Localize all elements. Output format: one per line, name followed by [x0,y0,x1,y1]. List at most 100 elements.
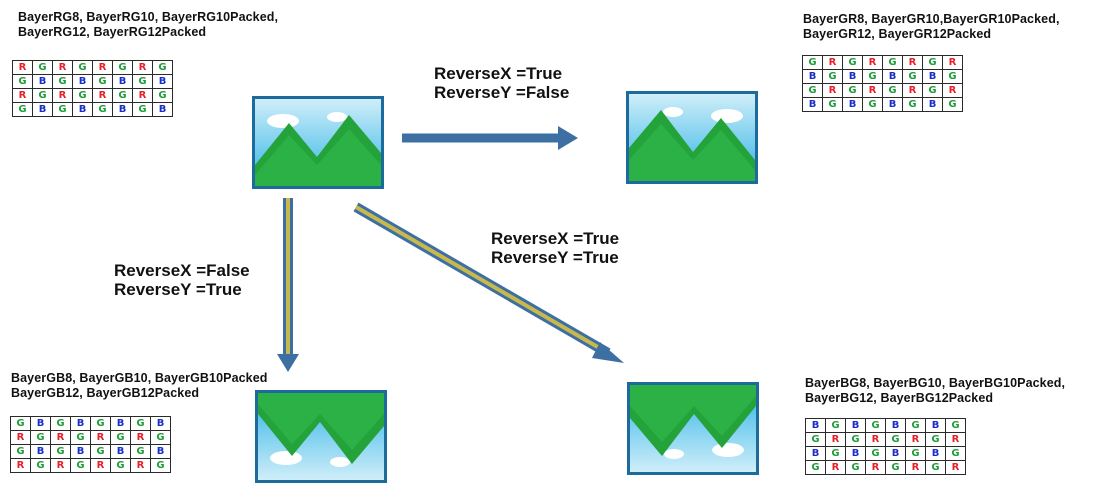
bayer-cell: G [822,69,843,84]
arrow-to-bottom [277,198,299,372]
bayer-cell: B [922,69,943,84]
landscape-image-icon [251,95,385,190]
bayer-cell: B [112,102,133,117]
bayer-cell: G [10,416,31,431]
bayer-cell: G [862,97,883,112]
bayer-cell: R [12,60,33,75]
landscape-image-icon [254,389,388,484]
bayer-cell: B [32,74,53,89]
bayer-cell: B [882,97,903,112]
bayer-cell: B [110,444,131,459]
bayer-cell: G [32,60,53,75]
bayer-cell: G [152,60,173,75]
bayer-cell: B [925,418,946,433]
bayer-cell: R [90,430,111,445]
bayer-cell: R [905,432,926,447]
format-label-bottom-right: BayerBG8, BayerBG10, BayerBG10Packed, Ba… [805,376,1065,406]
bayer-cell: G [922,55,943,70]
format-line: BayerBG8, BayerBG10, BayerBG10Packed, [805,376,1066,390]
bayer-cell: G [882,83,903,98]
bayer-cell: R [865,460,886,475]
bayer-cell: B [152,102,173,117]
bayer-cell: B [72,74,93,89]
bayer-cell: G [802,55,823,70]
bayer-cell: G [825,418,846,433]
format-line: BayerGR8, BayerGR10,BayerGR10Packed, [803,12,1060,26]
bayer-cell: G [110,430,131,445]
edge-label-line: ReverseX =True [491,229,620,248]
bayer-cell: B [152,74,173,89]
bayer-cell: G [90,444,111,459]
bayer-cell: G [70,430,91,445]
edge-label-to-diagonal: ReverseX =True ReverseY =True [491,229,619,267]
format-label-bottom-left: BayerGB8, BayerGB10, BayerGB10Packed Bay… [11,371,268,401]
edge-label-line: ReverseX =False [114,261,250,280]
bayer-cell: B [150,416,171,431]
bayer-cell: G [92,74,113,89]
bayer-cell: G [825,446,846,461]
bayer-cell: G [50,416,71,431]
bayer-cell: G [845,460,866,475]
bayer-cell: R [50,458,71,473]
bayer-cell: G [130,416,151,431]
bayer-cell: G [72,60,93,75]
bayer-cell: R [865,432,886,447]
bayer-cell: R [52,88,73,103]
bayer-cell: B [30,416,51,431]
bayer-cell: B [925,446,946,461]
bayer-cell: B [845,446,866,461]
bayer-cell: G [885,460,906,475]
bayer-cell: G [30,458,51,473]
bayer-cell: G [945,418,966,433]
bayer-cell: G [72,88,93,103]
bayer-cell: G [12,102,33,117]
bayer-cell: B [885,446,906,461]
bayer-cell: B [70,444,91,459]
bayer-cell: G [90,416,111,431]
arrow-to-right [402,126,578,150]
edge-label-line: ReverseY =False [434,83,570,102]
bayer-cell: G [805,460,826,475]
bayer-cell: R [132,60,153,75]
bayer-cell: B [112,74,133,89]
format-line: BayerRG8, BayerRG10, BayerRG10Packed, [18,10,279,24]
bayer-cell: B [842,97,863,112]
bayer-cell: R [825,460,846,475]
bayer-cell: R [130,430,151,445]
bayer-cell: R [90,458,111,473]
bayer-cell: G [822,97,843,112]
bayer-cell: B [72,102,93,117]
bayer-cell: R [945,460,966,475]
bayer-cell: G [112,88,133,103]
bayer-cell: G [52,102,73,117]
bayer-cell: B [805,446,826,461]
bayer-cell: G [945,446,966,461]
format-line: BayerGB12, BayerGB12Packed [11,386,200,400]
bayer-cell: B [70,416,91,431]
format-line: BayerGB8, BayerGB10, BayerGB10Packed [11,371,268,385]
bayer-cell: G [885,432,906,447]
bayer-cell: R [132,88,153,103]
bayer-cell: R [52,60,73,75]
bayer-cell: G [865,446,886,461]
bayer-cell: G [12,74,33,89]
bayer-cell: R [825,432,846,447]
bayer-cell: G [805,432,826,447]
bayer-cell: G [905,418,926,433]
bayer-cell: G [52,74,73,89]
